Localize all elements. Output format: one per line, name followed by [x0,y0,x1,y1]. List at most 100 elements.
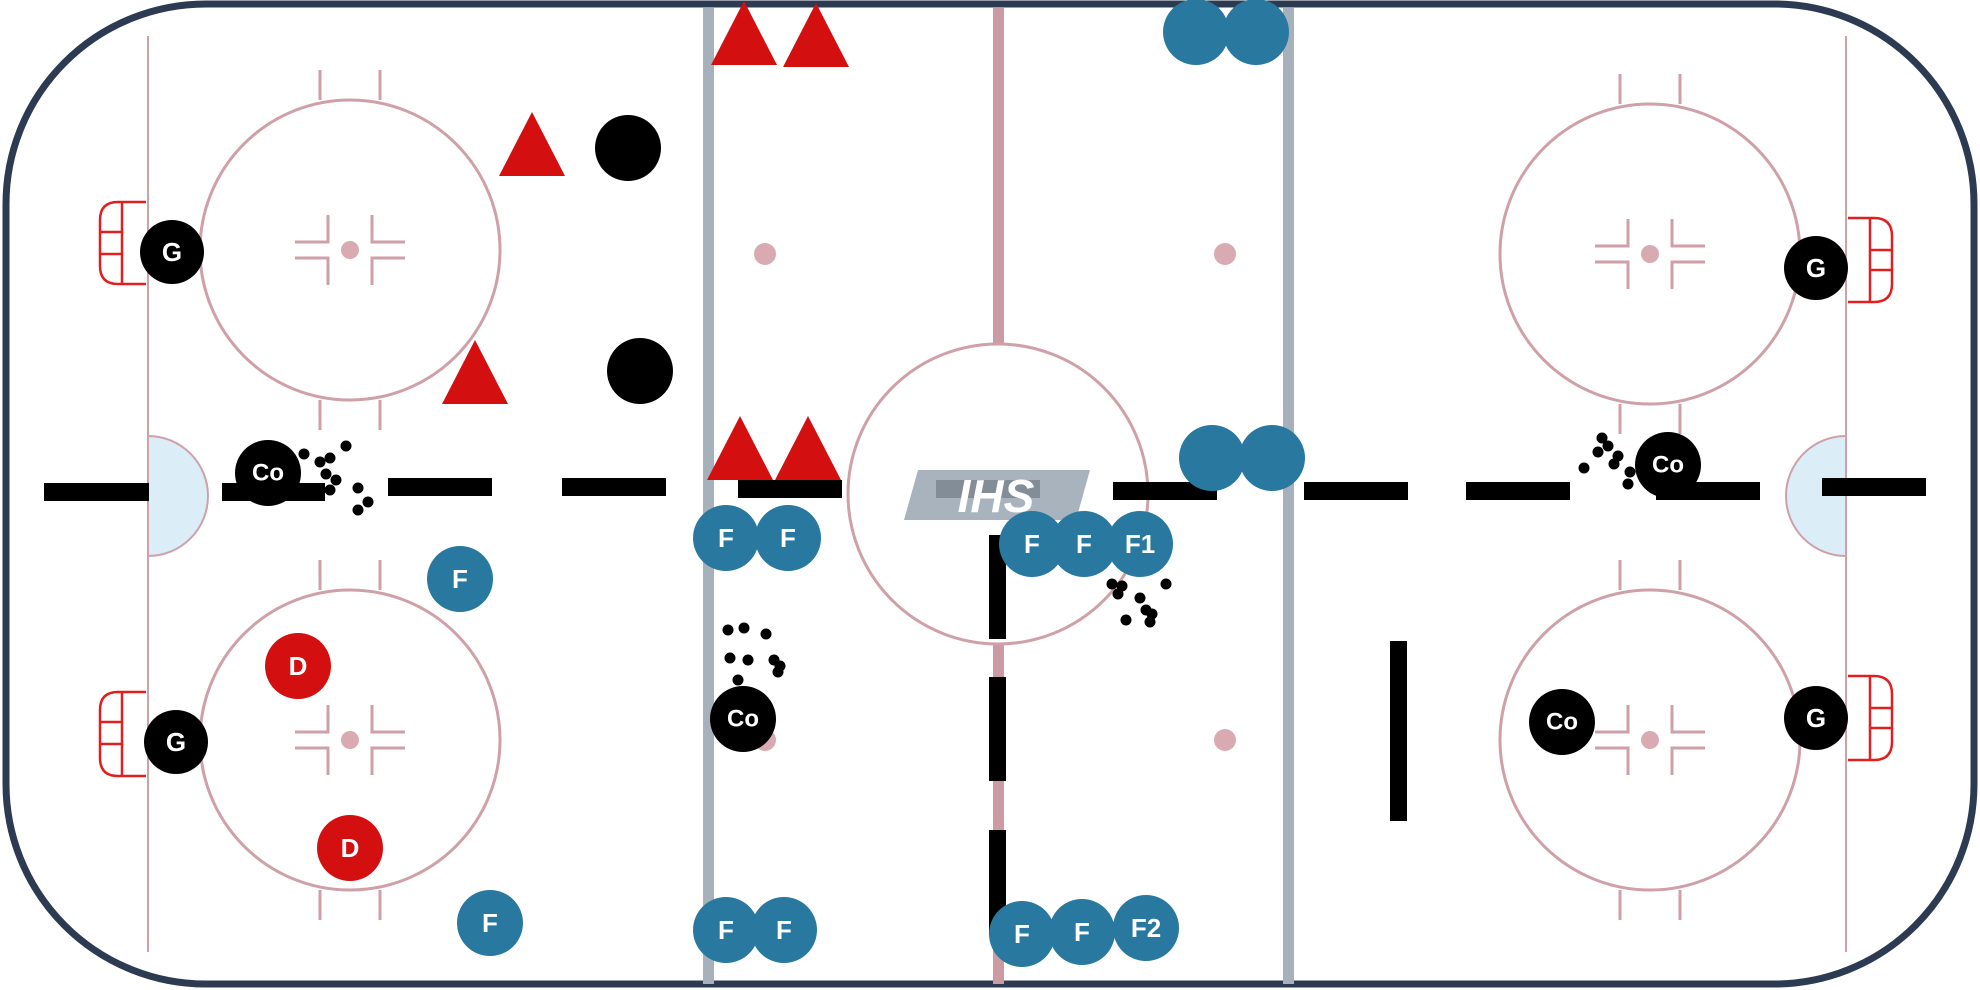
puck-icon [772,666,784,678]
puck-icon [722,624,734,636]
coach[interactable]: Co [1529,689,1595,755]
center-red-line-top [993,8,1004,344]
ihs-logo: IHS [904,470,1090,522]
cone-icon [775,416,841,480]
player-marker[interactable] [1163,0,1229,65]
forward-label: F [1024,529,1040,559]
forward[interactable]: F [1049,899,1115,965]
blue-line-left [703,8,714,984]
forward[interactable]: F [693,505,759,571]
puck-icon [330,474,342,486]
puck-icon [1112,588,1124,600]
net [1848,216,1894,304]
goalie-label: G [162,237,182,267]
forward-label: F [718,915,734,945]
puck-icon [298,448,310,460]
forward-label: F1 [1125,529,1155,559]
forward[interactable]: F [693,897,759,963]
forward[interactable]: F [999,511,1065,577]
cone-icon [442,340,508,404]
forward[interactable]: F [755,505,821,571]
player-marker[interactable] [1223,0,1289,65]
puck-icon [724,652,736,664]
puck-icon [324,484,336,496]
forward[interactable]: F [457,890,523,956]
goalie-label: G [166,727,186,757]
forward-label: F [780,523,796,553]
defenseman-label: D [289,651,308,681]
player-marker[interactable] [1179,425,1245,491]
goalie-label: G [1806,253,1826,283]
neutral-dot [754,243,776,265]
puck-icon [1622,478,1634,490]
puck-icon [1134,592,1146,604]
cone-icon [499,112,565,176]
defenseman-label: D [341,833,360,863]
player-marker[interactable] [1239,425,1305,491]
coach-label: Co [1652,452,1684,479]
blue-line-right [1283,8,1294,984]
goalie[interactable]: G [144,710,208,774]
puck-icon [742,654,754,666]
goal-crease-left [147,434,209,558]
forward[interactable]: F1 [1107,511,1173,577]
coach[interactable]: Co [1635,432,1701,498]
neutral-dot [1214,729,1236,751]
forward-label: F [718,523,734,553]
forward-label: F [482,908,498,938]
coach-label: Co [1546,709,1578,736]
forward[interactable]: F [1051,511,1117,577]
coach-label: Co [252,460,284,487]
puck-icon [1624,466,1636,478]
forward[interactable]: F [751,897,817,963]
puck-icon [1608,458,1620,470]
cone-icon [783,3,849,67]
goalie[interactable]: G [1784,686,1848,750]
defenseman[interactable]: D [317,815,383,881]
center-red-line-bottom [993,644,1004,984]
goalie[interactable]: G [1784,236,1848,300]
puck-icon [362,496,374,508]
puck-icon [1592,446,1604,458]
defenseman[interactable]: D [265,633,331,699]
player-marker[interactable] [607,338,673,404]
puck-icon [352,504,364,516]
cone-icon [707,416,773,480]
cone-icon [711,1,777,65]
net [98,200,146,286]
forward[interactable]: F2 [1113,895,1179,961]
puck-pile [1106,578,1172,628]
forward-label: F [1076,529,1092,559]
puck-icon [340,440,352,452]
neutral-dot [1214,243,1236,265]
puck-icon [314,456,326,468]
puck-icon [1596,432,1608,444]
forward[interactable]: F [427,546,493,612]
puck-icon [1144,616,1156,628]
net [98,690,146,778]
coach[interactable]: Co [235,440,301,506]
puck-icon [352,482,364,494]
puck-icon [1120,614,1132,626]
forward-label: F [1014,919,1030,949]
puck-icon [760,628,772,640]
forward-label: F [452,564,468,594]
forward-label: F [776,915,792,945]
goalie[interactable]: G [140,220,204,284]
puck-icon [1106,578,1118,590]
puck-icon [738,622,750,634]
puck-icon [1160,578,1172,590]
forward-label: F2 [1131,913,1161,943]
forward-label: F [1074,917,1090,947]
puck-pile [722,622,786,686]
coach[interactable]: Co [710,686,776,752]
faceoff-circle [198,560,502,920]
puck-pile [298,440,374,516]
puck-icon [732,674,744,686]
forward[interactable]: F [989,901,1055,967]
player-marker[interactable] [595,115,661,181]
puck-icon [1578,462,1590,474]
goal-crease-right [1785,434,1847,558]
